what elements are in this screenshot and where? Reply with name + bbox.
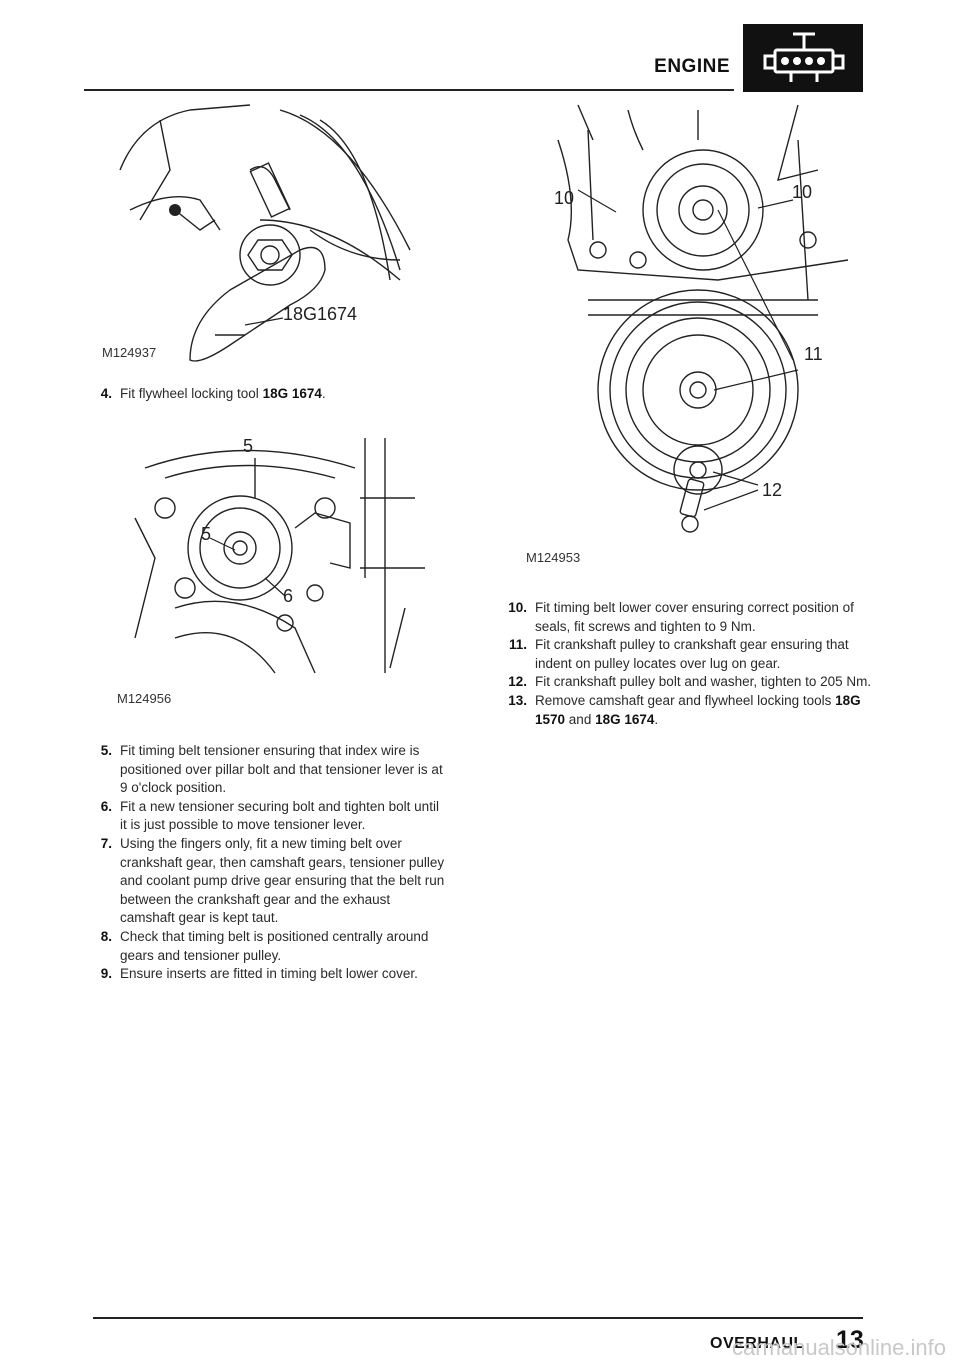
callout-10-right: 10 (792, 182, 813, 202)
callout-6: 6 (283, 586, 294, 606)
callout-10-left: 10 (554, 188, 575, 208)
step-12: 12.Fit crankshaft pulley bolt and washer… (508, 674, 872, 690)
engine-icon (743, 24, 863, 92)
step-list-top-left: 4.Fit flywheel locking tool 18G 1674. (88, 385, 448, 404)
step-9: 9.Ensure inserts are fitted in timing be… (100, 966, 418, 982)
step-10: 10.Fit timing belt lower cover ensuring … (508, 600, 854, 634)
footer-section-title: OVERHAUL (710, 1335, 804, 1352)
step-4: 4.Fit flywheel locking tool 18G 1674. (100, 386, 326, 401)
step-7: 7.Using the fingers only, fit a new timi… (100, 835, 445, 926)
step-5: 5.Fit timing belt tensioner ensuring tha… (100, 743, 443, 796)
callout-11: 11 (804, 344, 823, 364)
footer-divider (93, 1317, 863, 1319)
watermark: carmanualsonline.info (731, 1335, 946, 1360)
callout-12: 12 (762, 480, 783, 500)
header-divider (84, 89, 734, 91)
figure-ref: M124937 (102, 345, 157, 360)
figure-crankshaft-pulley: 10 10 11 12 M124953 (518, 100, 858, 570)
step-list-right: 10.Fit timing belt lower cover ensuring … (503, 599, 873, 729)
step-13: 13.Remove camshaft gear and flywheel loc… (508, 692, 861, 727)
figure-ref: M124956 (117, 691, 172, 706)
figure-ref: M124953 (526, 550, 581, 565)
page-number: 13 (836, 1326, 864, 1354)
callout-5-top: 5 (243, 436, 254, 456)
step-11: 11.Fit crankshaft pulley to crankshaft g… (508, 637, 849, 671)
step-list-left: 5.Fit timing belt tensioner ensuring tha… (88, 742, 448, 984)
callout-tool-18g1674: 18G1674 (283, 304, 358, 324)
figure-flywheel-locking-tool: 18G1674 M124937 (100, 100, 430, 375)
page-section-title: ENGINE (654, 56, 730, 77)
step-6: 6.Fit a new tensioner securing bolt and … (100, 798, 439, 833)
step-8: 8.Check that timing belt is positioned c… (100, 928, 429, 963)
callout-5-left: 5 (201, 524, 212, 544)
figure-timing-belt-tensioner: 5 5 6 M124956 (115, 436, 445, 713)
